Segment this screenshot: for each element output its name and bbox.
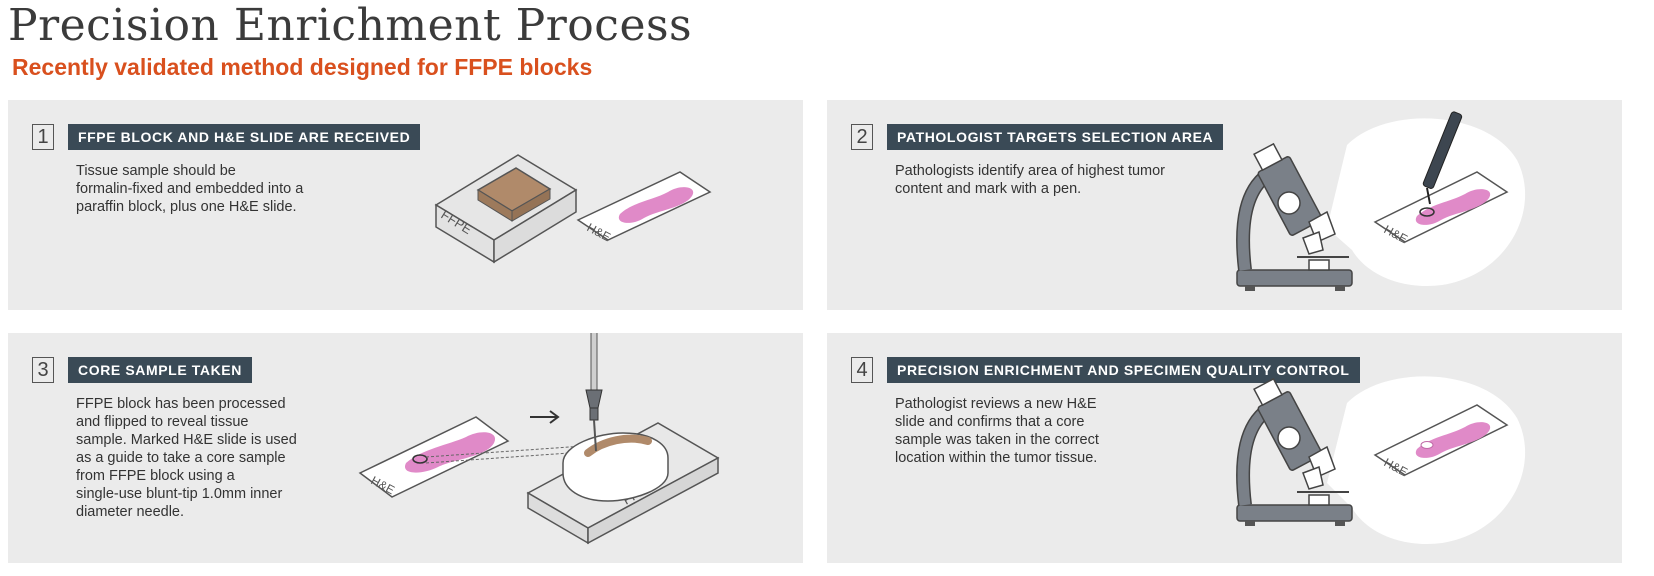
- arrow-right-icon: [530, 410, 560, 424]
- page-subtitle: Recently validated method designed for F…: [12, 54, 593, 80]
- he-slide-icon: H&E: [576, 171, 712, 244]
- step-3-illustration: H&E FFPE: [358, 333, 720, 545]
- step-2-description: Pathologists identify area of highest tu…: [895, 163, 1166, 197]
- step-4-number: 4: [851, 357, 873, 383]
- step-1-number: 1: [32, 124, 54, 150]
- step-4-illustration: H&E: [1236, 376, 1526, 544]
- step-2-number: 2: [851, 124, 873, 150]
- step-4-heading: PRECISION ENRICHMENT AND SPECIMEN QUALIT…: [887, 357, 1360, 383]
- step-4-panel: 4 PRECISION ENRICHMENT AND SPECIMEN QUAL…: [827, 333, 1622, 563]
- step-2-panel: 2 PATHOLOGIST TARGETS SELECTION AREA Pat…: [827, 100, 1622, 310]
- step-2-heading: PATHOLOGIST TARGETS SELECTION AREA: [887, 124, 1224, 150]
- step-4-description: Pathologist reviews a new H&E slide and …: [895, 396, 1099, 466]
- microscope-icon: [1236, 377, 1353, 526]
- step-3-description: FFPE block has been processed and flippe…: [76, 396, 297, 520]
- step-1-heading: FFPE BLOCK AND H&E SLIDE ARE RECEIVED: [68, 124, 421, 150]
- guide-lines: [425, 444, 599, 464]
- page-title: Precision Enrichment Process: [8, 0, 693, 51]
- step-2-illustration: H&E: [1236, 111, 1526, 291]
- marked-he-slide-icon: H&E: [358, 416, 510, 498]
- step-1-panel: 1 FFPE BLOCK AND H&E SLIDE ARE RECEIVED …: [8, 100, 803, 310]
- step-3-panel: 3 CORE SAMPLE TAKEN FFPE block has been …: [8, 333, 803, 563]
- flipped-ffpe-block-icon: FFPE: [526, 422, 720, 545]
- ffpe-block-icon: FFPE: [434, 154, 578, 264]
- microscope-icon: [1236, 142, 1353, 291]
- step-3-number: 3: [32, 357, 54, 383]
- step-1-description: Tissue sample should be formalin-fixed a…: [76, 163, 304, 215]
- step-3-heading: CORE SAMPLE TAKEN: [68, 357, 252, 383]
- needle-icon: [585, 333, 603, 452]
- step-1-illustration: FFPE H&E: [434, 154, 712, 264]
- pen-icon: [1422, 111, 1463, 205]
